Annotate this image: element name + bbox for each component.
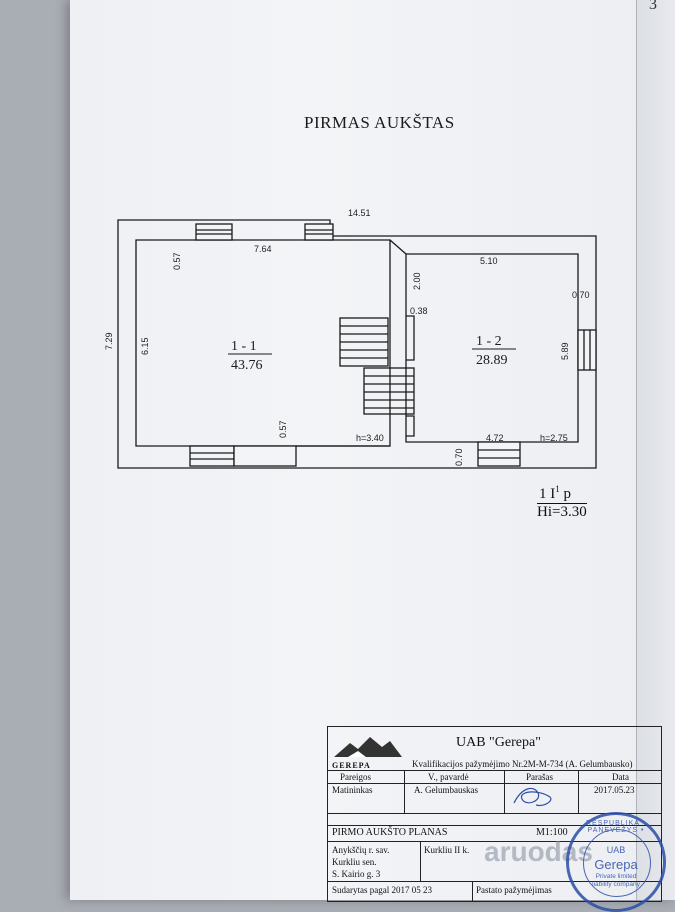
certificate: Pastato pažymėjimas xyxy=(476,885,552,895)
plan-name: PIRMO AUKŠTO PLANAS xyxy=(332,827,448,838)
floor-code-line2: Hi=3.30 xyxy=(537,504,587,520)
company-name: UAB "Gerepa" xyxy=(456,735,541,750)
floor-code-suffix: p xyxy=(559,486,572,502)
logo-text: GEREPA xyxy=(332,761,371,770)
floor-code: 1 I1 p Hi=3.30 xyxy=(537,481,587,521)
window-top-2 xyxy=(304,223,334,241)
window-top-1 xyxy=(195,223,233,241)
address-line-3: S. Kairio g. 3 xyxy=(332,869,381,879)
row-date: 2017.05.23 xyxy=(594,785,635,795)
gerepa-logo xyxy=(334,737,402,757)
company-stamp: RESPUBLIKA • PANEVĖŽYS • UAB Gerepa Priv… xyxy=(566,812,666,912)
title-block: GEREPA UAB "Gerepa" Kvalifikacijos pažym… xyxy=(327,726,662,902)
header-name: V., pavardė xyxy=(428,772,469,782)
window-bottom-2 xyxy=(477,441,521,467)
dim-height-left: 7.29 xyxy=(104,332,114,350)
dim-070-bottom: 0.70 xyxy=(454,448,464,466)
dim-h-right: h=2.75 xyxy=(540,433,568,443)
stamp-line-3a: Private limited xyxy=(595,873,637,880)
qualification: Kvalifikacijos pažymėjimo Nr.2M-M-734 (A… xyxy=(412,759,633,769)
row-name: A. Gelumbauskas xyxy=(414,785,478,795)
room-1-1-area: 43.76 xyxy=(231,358,263,373)
room-1-1-id: 1 - 1 xyxy=(231,339,257,354)
dim-total-width: 14.51 xyxy=(348,208,371,218)
room-1-2-inner xyxy=(405,253,579,443)
dim-038: 0.38 xyxy=(410,306,428,316)
dim-wall-top: 0.57 xyxy=(172,252,182,270)
dim-right-width: 5.10 xyxy=(480,256,498,266)
page-number: 3 xyxy=(649,0,657,13)
window-right xyxy=(577,329,597,371)
floor-title: PIRMAS AUKŠTAS xyxy=(304,113,455,132)
outer-wall xyxy=(117,219,597,469)
row-position: Matininkas xyxy=(332,785,373,795)
room-1-2-area: 28.89 xyxy=(476,353,508,368)
scale: M1:100 xyxy=(536,827,568,838)
dim-left-width: 7.64 xyxy=(254,244,272,254)
header-signature: Parašas xyxy=(526,772,553,782)
room-1-2-id: 1 - 2 xyxy=(476,334,502,349)
dim-589: 5.89 xyxy=(560,342,570,360)
stairs-lower xyxy=(363,367,415,415)
dim-h-left: h=3.40 xyxy=(356,433,384,443)
header-position: Pareigos xyxy=(340,772,371,782)
village: Kurkliu II k. xyxy=(424,845,470,855)
door-bottom xyxy=(233,445,297,467)
signature xyxy=(513,787,552,806)
address-line-1: Anykščių r. sav. xyxy=(332,845,390,855)
header-date: Data xyxy=(612,772,629,782)
drawn-by: Sudarytas pagal 2017 05 23 xyxy=(332,885,432,895)
stamp-line-3b: liability company xyxy=(592,881,640,888)
dim-472: 4.72 xyxy=(486,433,504,443)
floor-code-sup: 1 xyxy=(555,484,560,494)
window-bottom-1 xyxy=(189,445,235,467)
floor-code-line1: 1 I xyxy=(539,486,556,502)
stamp-line-2: Gerepa xyxy=(594,857,638,872)
address-line-2: Kurkliu sen. xyxy=(332,857,377,867)
dim-200: 2.00 xyxy=(412,272,422,290)
dim-070-right: 0.70 xyxy=(572,290,590,300)
next-sheet-edge xyxy=(636,0,675,900)
stamp-line-1: UAB xyxy=(606,845,626,855)
dim-inner-height: 6.15 xyxy=(140,337,150,355)
dim-wall-bottom: 0.57 xyxy=(278,420,288,438)
stamp-ring-text: RESPUBLIKA • PANEVĖŽYS • xyxy=(586,820,646,834)
